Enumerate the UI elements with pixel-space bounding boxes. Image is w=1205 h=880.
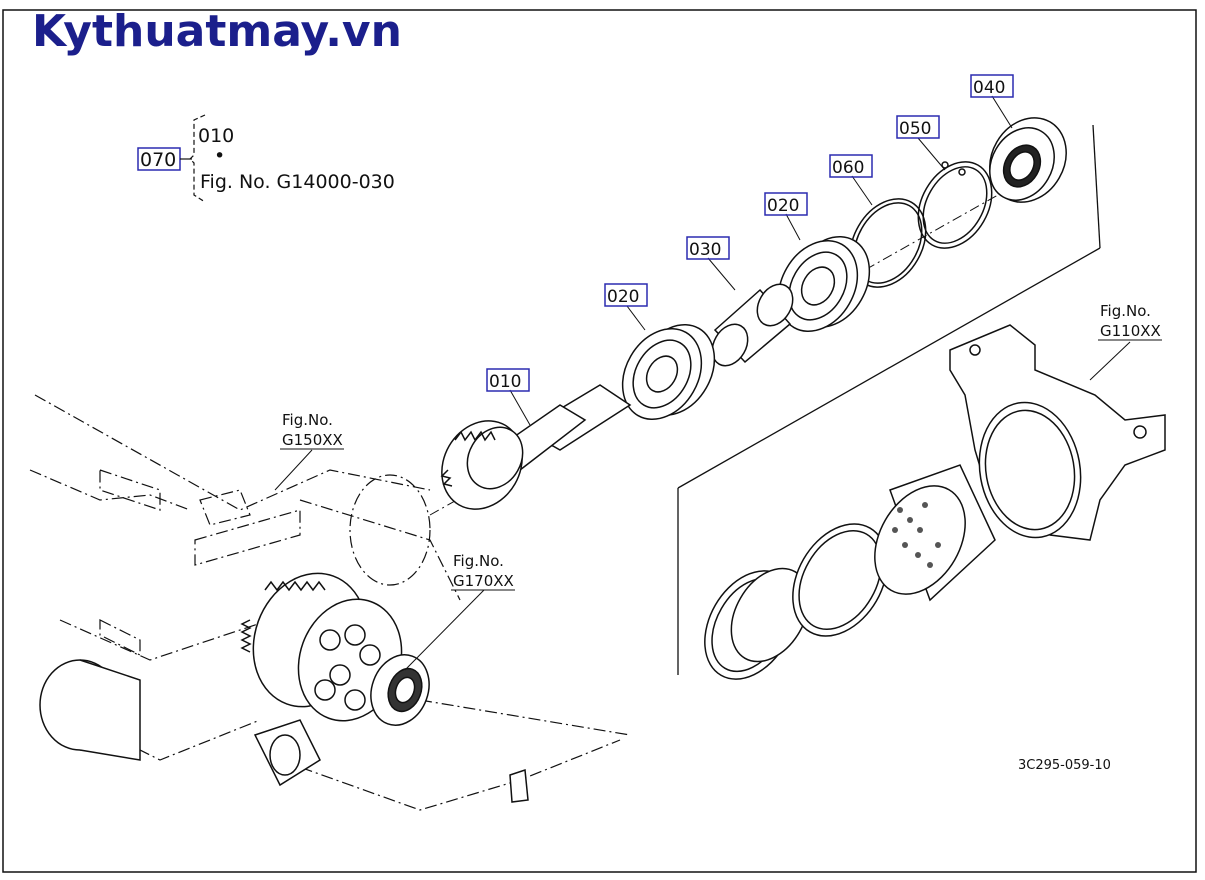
callout-020-lower: 020 xyxy=(604,283,648,307)
callout-050-label: 050 xyxy=(899,119,931,139)
site-logo-text: Kythuatmay.vn xyxy=(32,6,402,57)
callout-060-label: 060 xyxy=(832,158,864,178)
callout-010-label: 010 xyxy=(489,372,521,392)
ball-bearing-020-lower xyxy=(621,323,716,421)
bushing-set xyxy=(704,464,996,680)
figref-g170: Fig.No. G170XX xyxy=(451,552,515,591)
leader-lines xyxy=(274,95,1131,671)
figref-g150-line1: Fig.No. xyxy=(282,411,333,429)
callout-040: 040 xyxy=(970,74,1014,98)
figref-g150: Fig.No. G150XX xyxy=(280,411,344,450)
legend-dot: • xyxy=(214,145,225,167)
drawing-frame xyxy=(2,9,1197,873)
legend-parent-number: 070 xyxy=(140,149,176,171)
assembly-legend: 070 010 • Fig. No. G14000-030 xyxy=(137,114,395,203)
callout-060: 060 xyxy=(829,154,873,178)
exploded-panel-outline xyxy=(677,124,1101,675)
oil-seal-040 xyxy=(989,117,1067,203)
figref-g110-line1: Fig.No. xyxy=(1100,302,1151,320)
bevel-pinion-shaft-010 xyxy=(440,384,632,510)
callout-020-upper-label: 020 xyxy=(767,196,799,216)
callout-030: 030 xyxy=(686,236,730,260)
callout-040-label: 040 xyxy=(973,78,1005,98)
callout-050: 050 xyxy=(896,115,940,139)
circlip-050 xyxy=(917,161,993,249)
legend-figure-reference: Fig. No. G14000-030 xyxy=(200,171,395,193)
drawing-number: 3C295-059-10 xyxy=(1018,758,1111,773)
differential-gear xyxy=(240,572,430,726)
figref-g110: Fig.No. G110XX xyxy=(1098,302,1162,341)
housing-bracket xyxy=(949,324,1166,541)
figref-g170-line1: Fig.No. xyxy=(453,552,504,570)
figref-g110-line2: G110XX xyxy=(1100,322,1161,340)
callout-020-upper: 020 xyxy=(764,192,808,216)
callout-030-label: 030 xyxy=(689,240,721,260)
axle-hub xyxy=(39,659,529,803)
figref-g150-line2: G150XX xyxy=(282,431,343,449)
figref-g170-line2: G170XX xyxy=(453,572,514,590)
legend-child-number: 010 xyxy=(198,125,234,147)
ball-bearing-020-upper xyxy=(777,235,871,333)
callout-020-lower-label: 020 xyxy=(607,287,639,307)
collar-030 xyxy=(711,283,794,367)
callout-010: 010 xyxy=(486,368,530,392)
